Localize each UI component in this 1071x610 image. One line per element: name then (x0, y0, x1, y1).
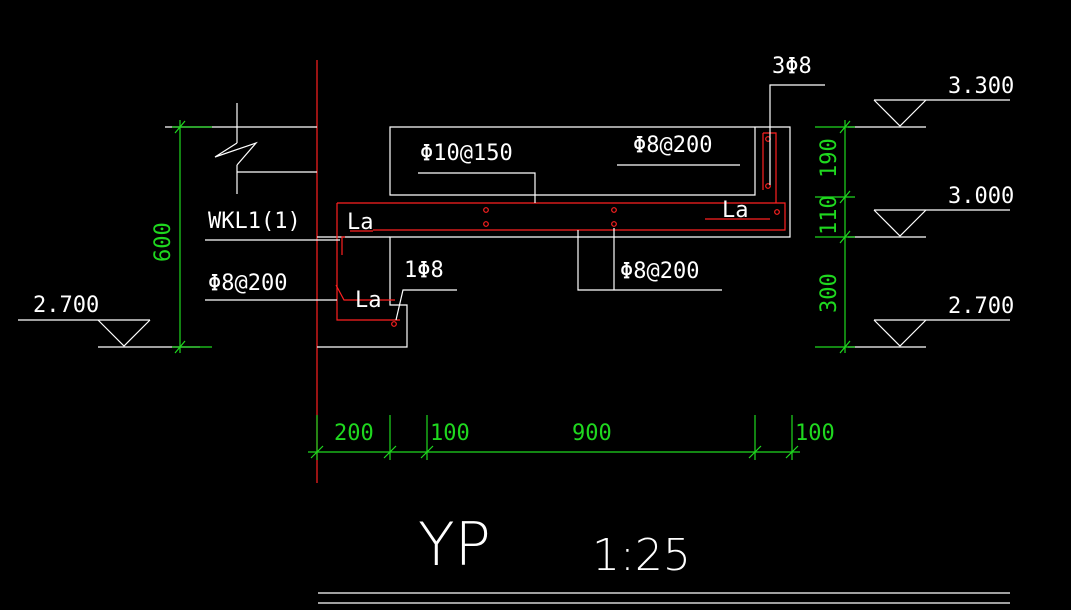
elevation-label-bottom: 2.700 (948, 294, 1014, 319)
dimension-label-100-left: 100 (430, 421, 470, 446)
drawing-title: YP (418, 510, 491, 580)
dimension-label-900: 900 (572, 421, 612, 446)
dimension-label-200: 200 (334, 421, 374, 446)
anchor-label-left-lower: La (355, 288, 382, 313)
elevation-label-left: 2.700 (33, 293, 99, 318)
dimension-right-vertical (815, 120, 855, 354)
elevation-marker-left (18, 319, 200, 348)
elevation-marker-top (848, 99, 1010, 128)
dimension-label-600: 600 (151, 222, 176, 262)
elevation-label-top: 3.300 (948, 74, 1014, 99)
rebar-label-lower-distribution: Φ8@200 (620, 259, 699, 284)
drawing-scale: 1:25 (592, 530, 691, 581)
rebar-label-slab-main: Φ10@150 (420, 141, 513, 166)
rebar-label-corner-bar: 1Φ8 (404, 258, 444, 283)
rebar-label-stirrup-left: Φ8@200 (208, 271, 287, 296)
dimension-label-300: 300 (817, 273, 842, 313)
rebar-lines (335, 132, 786, 321)
elevation-label-mid: 3.000 (948, 184, 1014, 209)
elevation-marker-mid (848, 209, 1010, 238)
beam-label: WKL1(1) (208, 209, 301, 234)
leader-lines (205, 84, 825, 321)
elevation-marker-bottom (848, 319, 1010, 348)
title-underline (318, 592, 1010, 604)
rebar-label-top-bar: 3Φ8 (772, 54, 812, 79)
dimension-left-vertical (172, 120, 212, 354)
dimension-label-100-right: 100 (795, 421, 835, 446)
rebar-label-top-distribution: Φ8@200 (633, 133, 712, 158)
dimension-bottom-horizontal (308, 415, 800, 460)
anchor-label-left-upper: La (347, 210, 374, 235)
dimension-label-190: 190 (817, 138, 842, 178)
dimension-label-110: 110 (817, 195, 842, 235)
anchor-label-right: La (722, 198, 749, 223)
